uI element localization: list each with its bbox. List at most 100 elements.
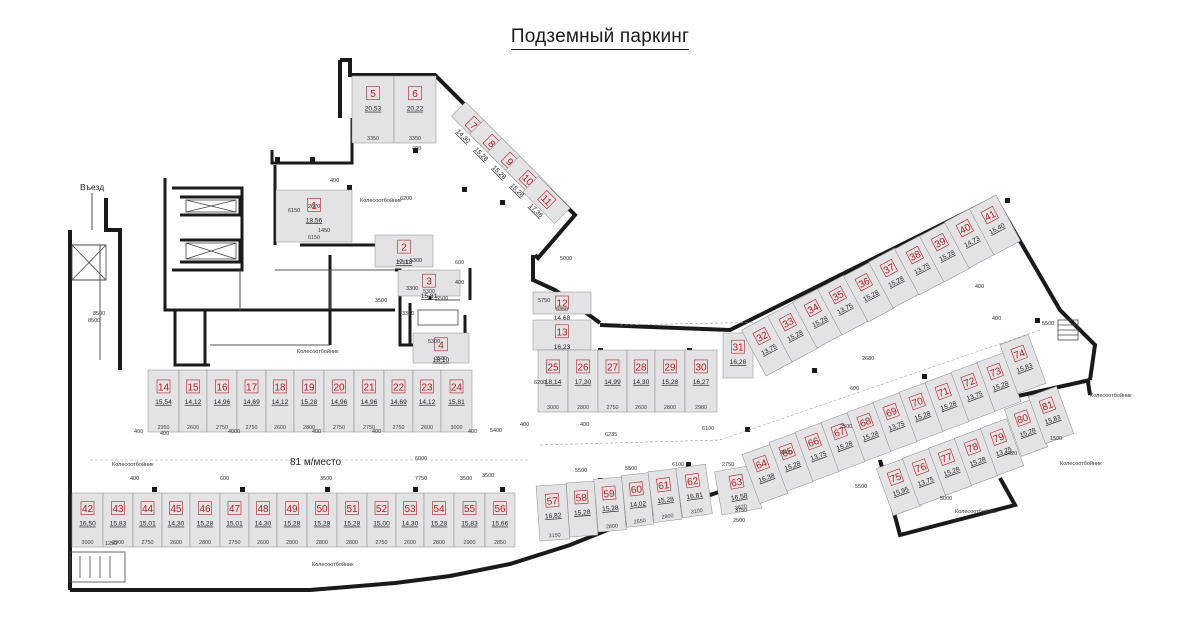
spot-number: 77 xyxy=(940,451,955,465)
dimension-label: 400 xyxy=(992,316,1001,322)
spot-width: 2800 xyxy=(346,540,358,546)
spot-number-box xyxy=(169,501,183,515)
dimension-label: 1500 xyxy=(1050,436,1062,442)
spot-number: 26 xyxy=(577,362,589,373)
dimension-label: 2500 xyxy=(840,424,852,430)
dimension-label: 2500 xyxy=(733,518,745,524)
spot-width: 2800 xyxy=(199,540,211,546)
dimension-label: 5500 xyxy=(575,468,587,474)
spot-number-box xyxy=(937,448,956,466)
spot-number-box xyxy=(546,359,560,374)
spot-area-value: 16,27 xyxy=(693,379,710,386)
spot-number: 65 xyxy=(781,446,796,460)
spot-width: 2600 xyxy=(635,405,647,411)
spot-area-value: 18,14 xyxy=(545,379,562,386)
spot-number: 73 xyxy=(989,366,1004,380)
spot-number-box xyxy=(576,359,590,374)
spot-number: 25 xyxy=(547,362,559,373)
spot-number: 50 xyxy=(316,504,328,515)
spot-number: 29 xyxy=(664,362,676,373)
spot-number-box xyxy=(420,379,434,394)
spot-width: 3620 xyxy=(735,504,748,512)
spot-area xyxy=(567,349,599,413)
spot-width: 2800 xyxy=(661,513,674,520)
spot-number: 70 xyxy=(911,396,926,410)
spot-area xyxy=(366,492,397,548)
spot-area-value: 15,28 xyxy=(574,509,591,517)
spot-number: 69 xyxy=(885,406,900,420)
spot-number-box xyxy=(804,432,822,451)
dimension-label: 400 xyxy=(160,431,169,437)
